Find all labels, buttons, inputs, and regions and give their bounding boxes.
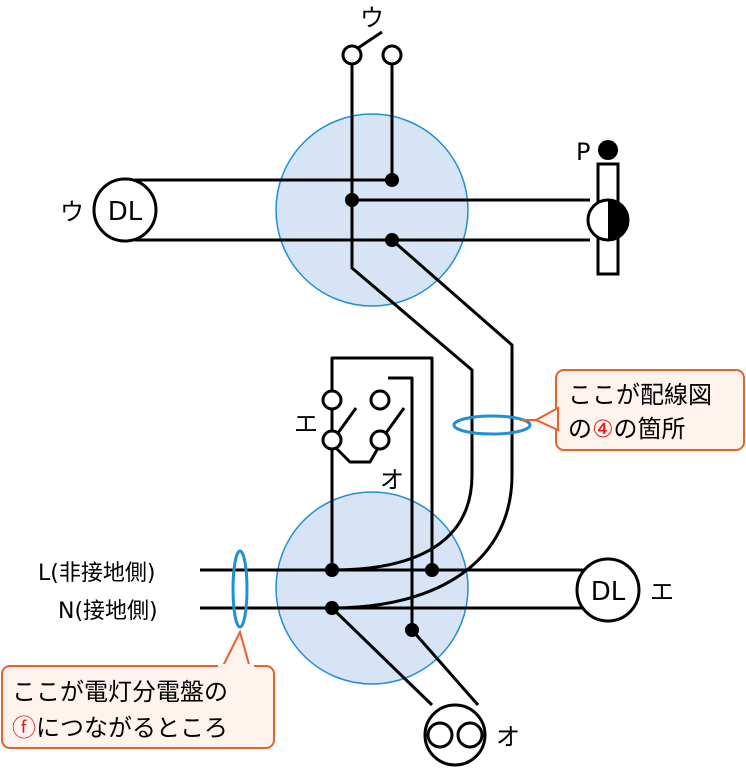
switch-u [341, 30, 403, 66]
callout-panel-f: ここが電灯分電盤の ⓕにつながるところ [1, 629, 275, 749]
downlight-e-label: DL [591, 577, 626, 607]
outlet-o [423, 703, 487, 767]
upper-wires [135, 60, 590, 475]
downlight-u-side-label: ウ [60, 198, 84, 226]
callout-panel-f-line2: ⓕにつながるところ [12, 714, 228, 742]
line-l-label: L(非接地側) [38, 561, 155, 586]
circled-f-mark: ⓕ [12, 714, 36, 742]
switch-e-label: エ [294, 410, 318, 438]
callout-wiring4-line1: ここが配線図 [568, 381, 712, 409]
callout-panel-f-line1: ここが電灯分電盤の [12, 678, 228, 706]
callout-wiring4: ここが配線図 の④の箇所 [520, 369, 745, 451]
junction-box-lower [275, 491, 469, 685]
lower-wires [200, 356, 590, 707]
switch-u-label: ウ [360, 4, 384, 32]
cable-marker-lower [231, 549, 249, 629]
downlight-e-side-label: エ [650, 578, 674, 606]
downlight-u-label: DL [108, 197, 143, 227]
pilot-lamp-label: P [576, 138, 590, 166]
cable-marker-upper [452, 414, 532, 436]
line-n-label: N(接地側) [58, 599, 158, 624]
outlet-o-label: オ [496, 723, 520, 751]
switch-o-label: オ [380, 466, 404, 494]
switch-e-o [321, 389, 406, 464]
connection-dots [325, 173, 439, 637]
callout-wiring4-line2: の④の箇所 [568, 415, 686, 443]
pilot-lamp [586, 140, 630, 276]
downlight-e [575, 557, 641, 623]
junction-box-upper [275, 113, 469, 307]
circled-4-mark: ④ [592, 415, 614, 443]
downlight-u [92, 177, 158, 243]
